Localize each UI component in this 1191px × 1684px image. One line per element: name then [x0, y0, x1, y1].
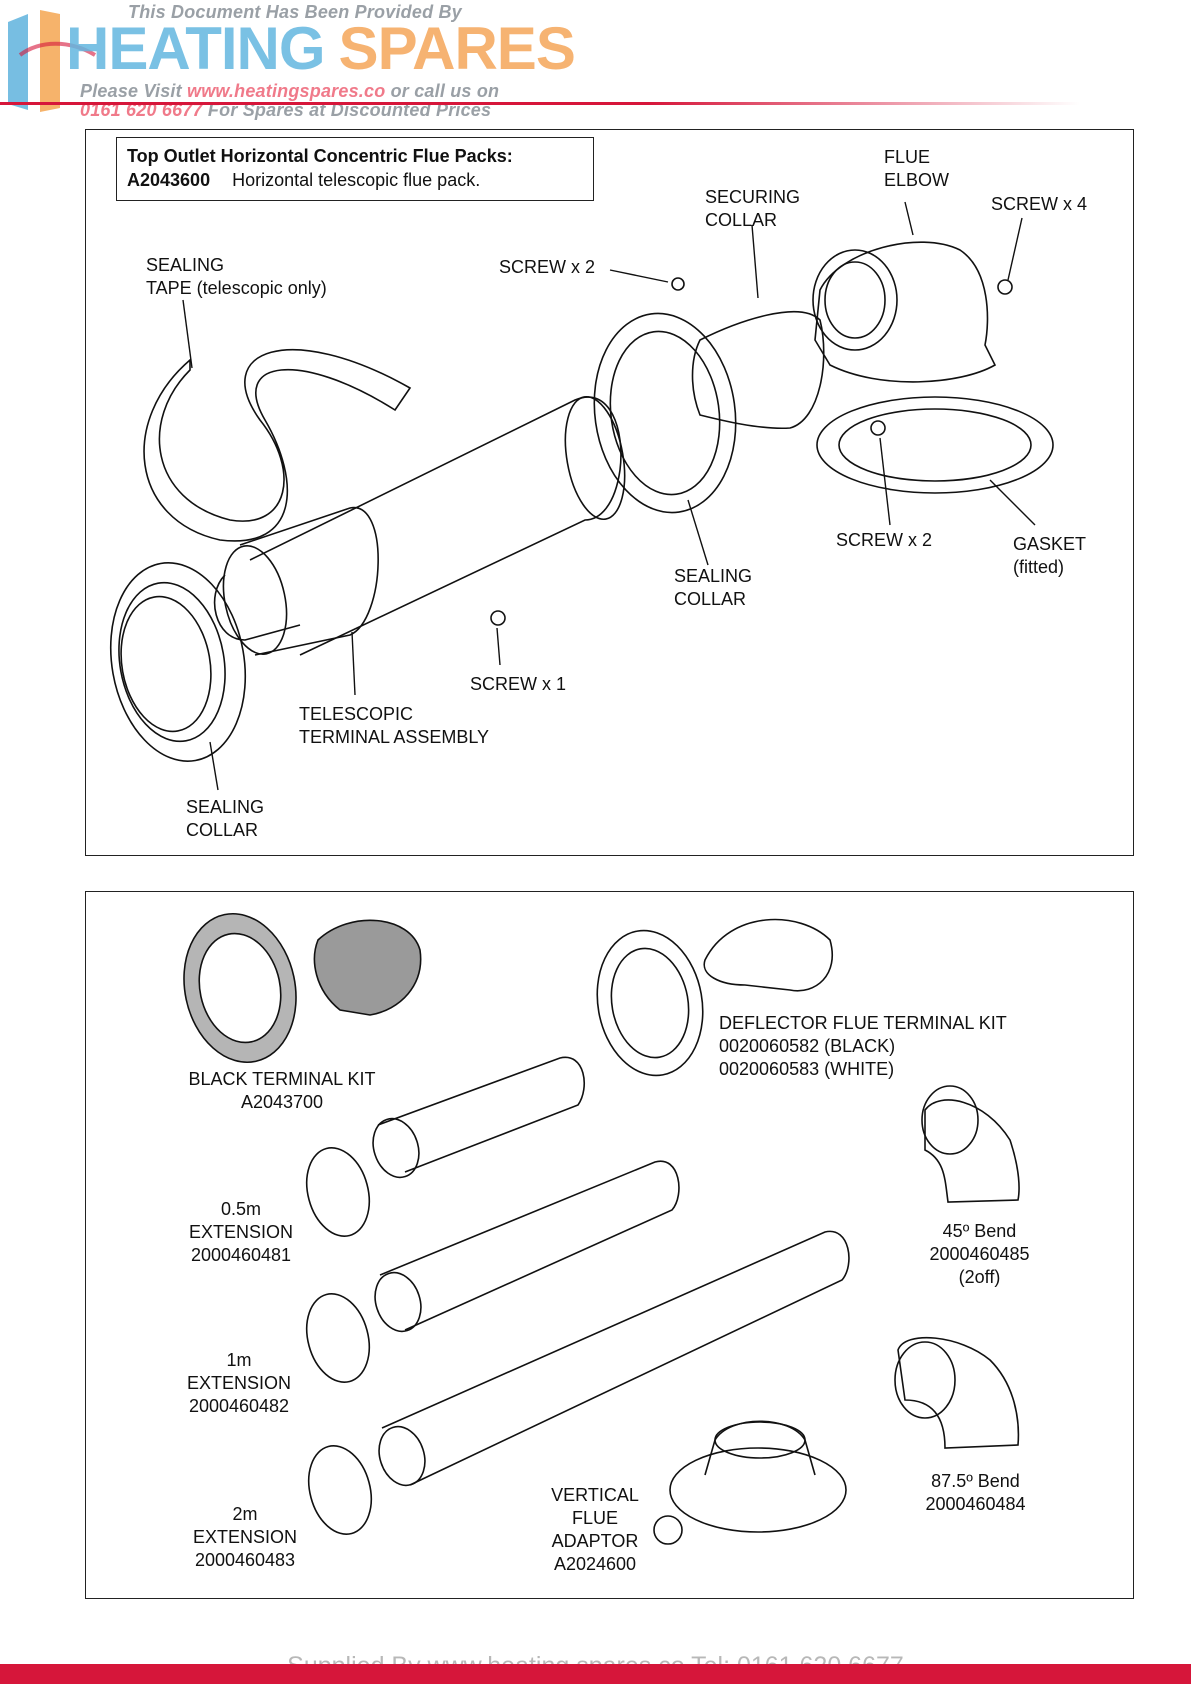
label-screw-x2-bottom: SCREW x 2 [836, 530, 933, 550]
label-screw-x1: SCREW x 1 [470, 674, 567, 694]
label-telescopic-terminal: TELESCOPIC TERMINAL ASSEMBLY [299, 704, 490, 747]
hs-logo-icon [8, 10, 97, 112]
title-box-heading: Top Outlet Horizontal Concentric Flue Pa… [127, 146, 513, 166]
title-box-code: A2043600 [127, 170, 211, 190]
title-box-desc: Horizontal telescopic flue pack. [232, 170, 481, 190]
label-extension-05: 0.5m EXTENSION 2000460481 [188, 1199, 294, 1265]
label-extension-1: 1m EXTENSION 2000460482 [186, 1350, 292, 1416]
label-vertical-flue-adaptor: VERTICAL FLUE ADAPTOR A2024600 [551, 1485, 639, 1574]
label-deflector-kit: DEFLECTOR FLUE TERMINAL KIT 0020060582 (… [719, 1013, 1007, 1079]
watermark-brand-spares: SPARES [338, 15, 576, 82]
label-extension-2: 2m EXTENSION 2000460483 [192, 1504, 298, 1570]
label-bend-45: 45º Bend 2000460485 (2off) [929, 1221, 1030, 1287]
label-securing-collar: SECURING COLLAR [705, 187, 801, 230]
watermark-phone-suffix: For Spares at Discounted Prices [202, 100, 492, 120]
watermark-provided-by: This Document Has Been Provided By [128, 2, 462, 22]
label-screw-x2-top: SCREW x 2 [499, 257, 596, 277]
label-bend-875: 87.5º Bend 2000460484 [925, 1471, 1026, 1514]
title-box-line2: A2043600 Horizontal telescopic flue pack. [127, 170, 480, 191]
label-gasket: GASKET (fitted) [1013, 534, 1087, 577]
watermark-phone-line: 0161 620 6677 For Spares at Discounted P… [80, 100, 491, 121]
watermark-visit-line: Please Visit www.heatingspares.co or cal… [80, 81, 499, 102]
watermark-header: This Document Has Been Provided By HEATI… [0, 0, 1191, 120]
title-box: Top Outlet Horizontal Concentric Flue Pa… [116, 137, 594, 201]
watermark-visit-suffix: or call us on [385, 81, 500, 101]
watermark-url-link[interactable]: www.heatingspares.co [187, 81, 386, 101]
label-sealing-collar-left: SEALING COLLAR [186, 797, 265, 840]
label-flue-elbow: FLUE ELBOW [884, 147, 950, 190]
label-black-terminal-kit: BLACK TERMINAL KIT A2043700 [188, 1069, 376, 1112]
watermark-red-rule [0, 102, 1080, 105]
label-screw-x4: SCREW x 4 [991, 194, 1088, 214]
footer-red-bar [0, 1664, 1191, 1684]
label-sealing-collar-mid: SEALING COLLAR [674, 566, 753, 609]
panel-top-flue-pack [85, 129, 1134, 856]
watermark-phone: 0161 620 6677 [80, 100, 203, 120]
label-sealing-tape: SEALING TAPE (telescopic only) [146, 255, 327, 298]
watermark-brand-heating: HEATING [66, 15, 326, 82]
watermark-visit-prefix: Please Visit [80, 81, 187, 101]
